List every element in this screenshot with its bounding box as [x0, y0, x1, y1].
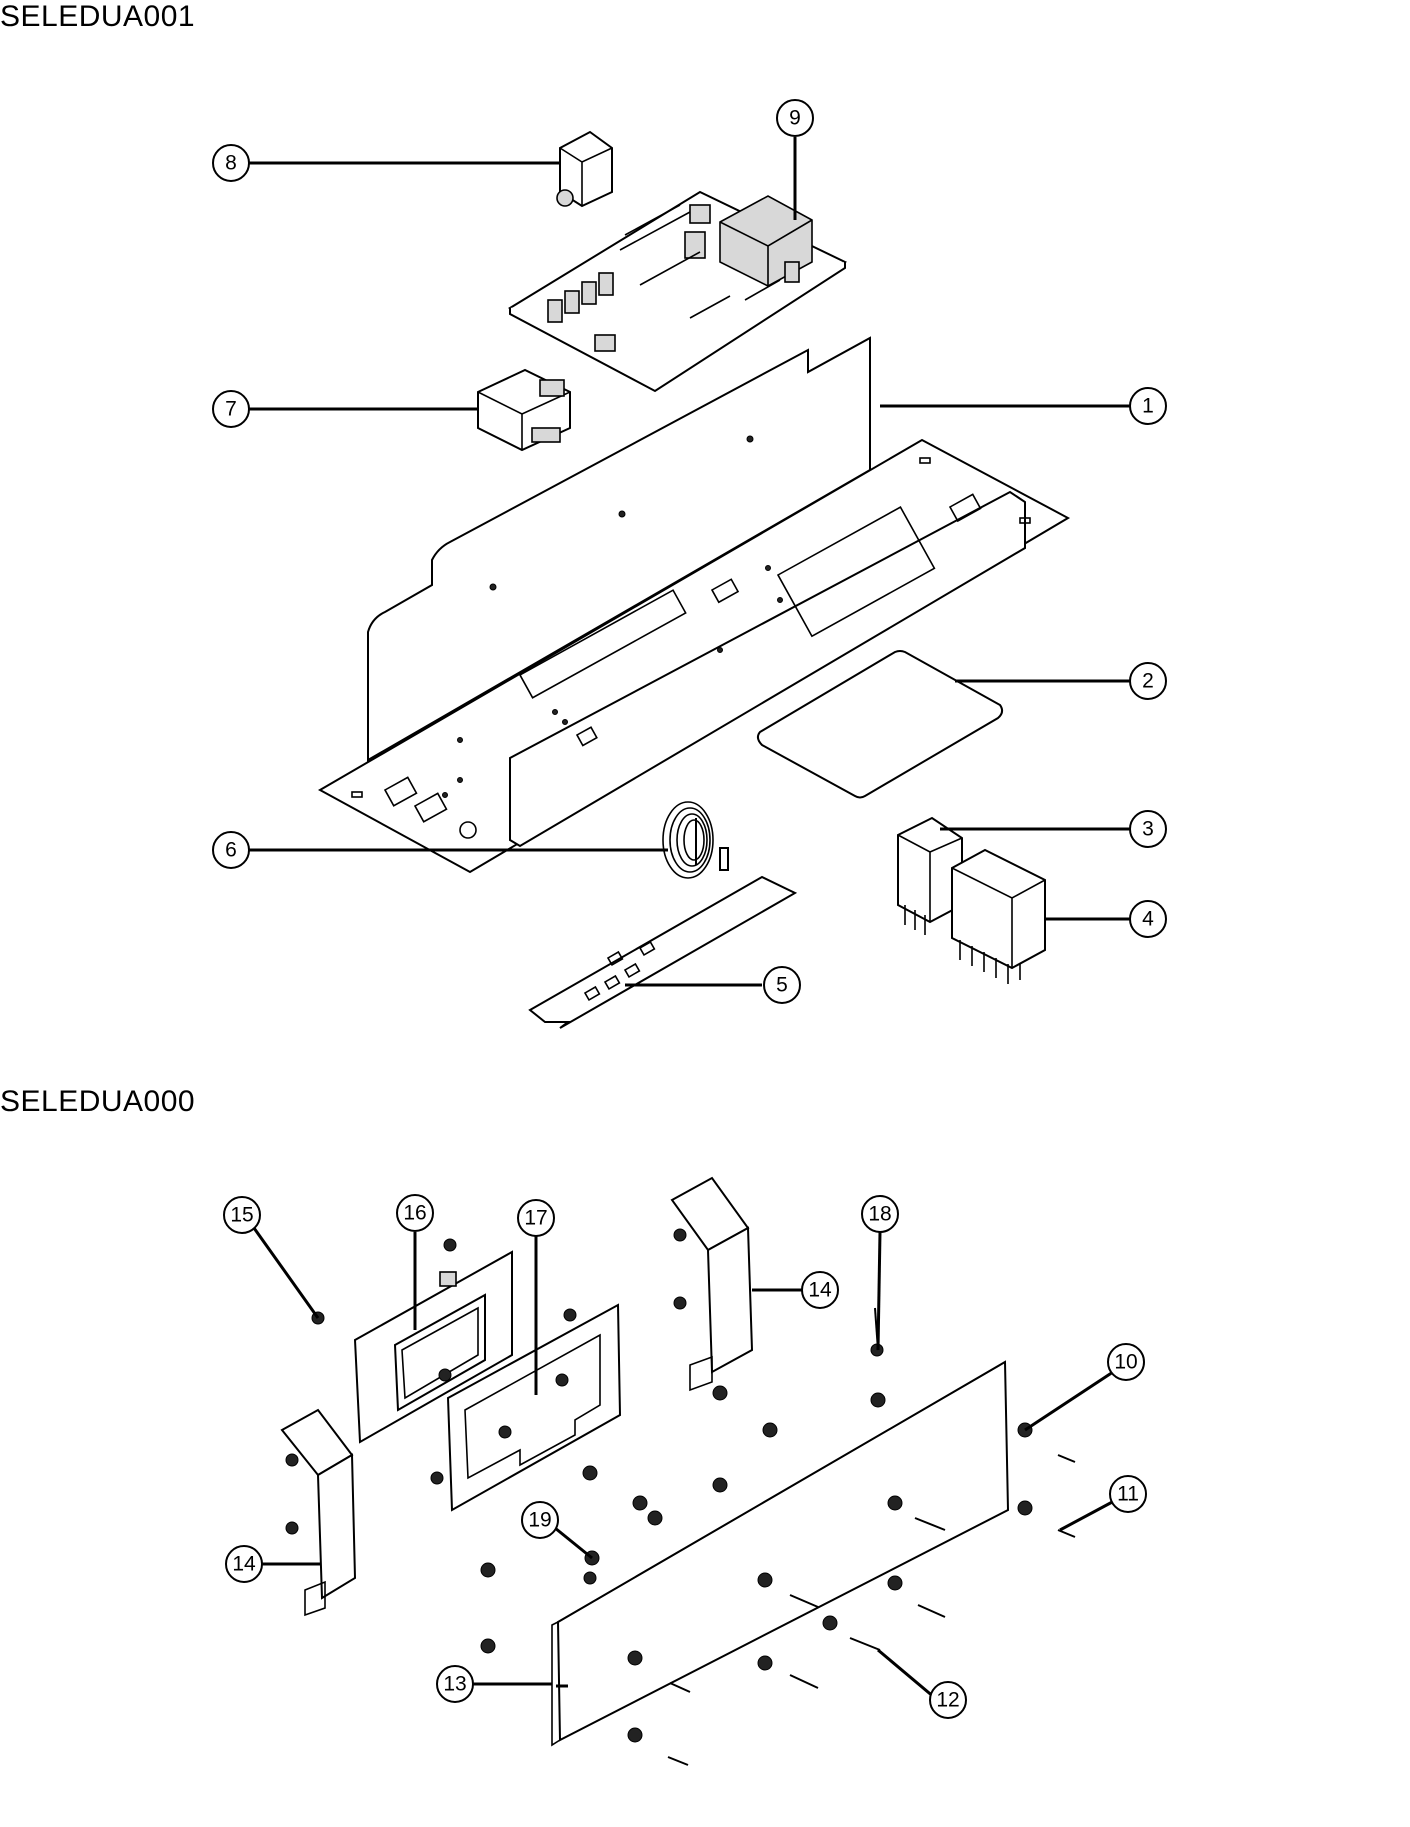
part-connector-large: [951, 848, 1046, 984]
svg-text:15: 15: [230, 1204, 253, 1227]
svg-text:13: 13: [443, 1673, 466, 1696]
callout-12: 12: [929, 1681, 967, 1719]
part-control-board: [507, 190, 848, 393]
svg-text:10: 10: [1114, 1351, 1137, 1374]
callout-1: 1: [1129, 387, 1167, 425]
section-title-seledua001: SELEDUA001: [0, 0, 196, 33]
svg-text:6: 6: [225, 839, 237, 862]
svg-text:2: 2: [1142, 670, 1154, 693]
callout-9: 9: [776, 99, 814, 137]
callout-2: 2: [1129, 662, 1167, 700]
part-coiled-probe: [662, 801, 729, 879]
svg-text:1: 1: [1142, 395, 1154, 418]
svg-text:5: 5: [776, 974, 788, 997]
callout-15: 15: [223, 1196, 261, 1234]
callout-6: 6: [212, 831, 250, 869]
svg-text:17: 17: [524, 1207, 547, 1230]
nuts-and-washers: [285, 1228, 1033, 1743]
part-terminal-block: [477, 368, 571, 452]
callout-8: 8: [212, 144, 250, 182]
callout-16: 16: [396, 1194, 434, 1232]
top-leader-lines: [248, 137, 1130, 987]
svg-text:4: 4: [1142, 908, 1154, 931]
top-assembly: [248, 130, 1130, 1029]
svg-text:11: 11: [1117, 1483, 1139, 1506]
callout-4: 4: [1129, 900, 1167, 938]
part-cover-plate: [756, 650, 1004, 799]
part-capacitor: [556, 130, 613, 208]
section-title-seledua000: SELEDUA000: [0, 1085, 196, 1118]
callout-7: 7: [212, 390, 250, 428]
callout-14-left: 14: [225, 1545, 263, 1583]
svg-text:8: 8: [225, 152, 237, 175]
part-connector-small: [897, 816, 963, 935]
svg-text:12: 12: [936, 1689, 959, 1712]
bottom-assembly: [252, 1176, 1117, 1766]
callout-5: 5: [763, 966, 801, 1004]
callout-10: 10: [1107, 1343, 1145, 1381]
svg-text:3: 3: [1142, 818, 1154, 841]
svg-text:16: 16: [403, 1202, 426, 1225]
svg-text:9: 9: [789, 107, 801, 130]
callout-17: 17: [517, 1199, 555, 1237]
part-l-bracket-left: [280, 1408, 357, 1617]
screws: [667, 1307, 1076, 1766]
part-chassis-plate: [317, 336, 1071, 874]
bottom-leader-lines: [252, 1227, 1117, 1705]
part-bracket-frame: [446, 1303, 622, 1512]
callout-11: 11: [1109, 1475, 1147, 1513]
callout-19: 19: [521, 1501, 559, 1539]
callout-14-right: 14: [801, 1271, 839, 1309]
part-display-bracket: [353, 1250, 513, 1444]
svg-text:14: 14: [808, 1279, 832, 1302]
svg-text:19: 19: [528, 1509, 551, 1532]
svg-text:14: 14: [232, 1553, 256, 1576]
part-l-bracket-right: [670, 1176, 754, 1392]
callout-3: 3: [1129, 810, 1167, 848]
callout-13: 13: [436, 1665, 474, 1703]
svg-text:18: 18: [868, 1203, 891, 1226]
svg-text:7: 7: [225, 398, 237, 421]
part-strip-board: [528, 875, 798, 1029]
callout-18: 18: [861, 1195, 899, 1233]
